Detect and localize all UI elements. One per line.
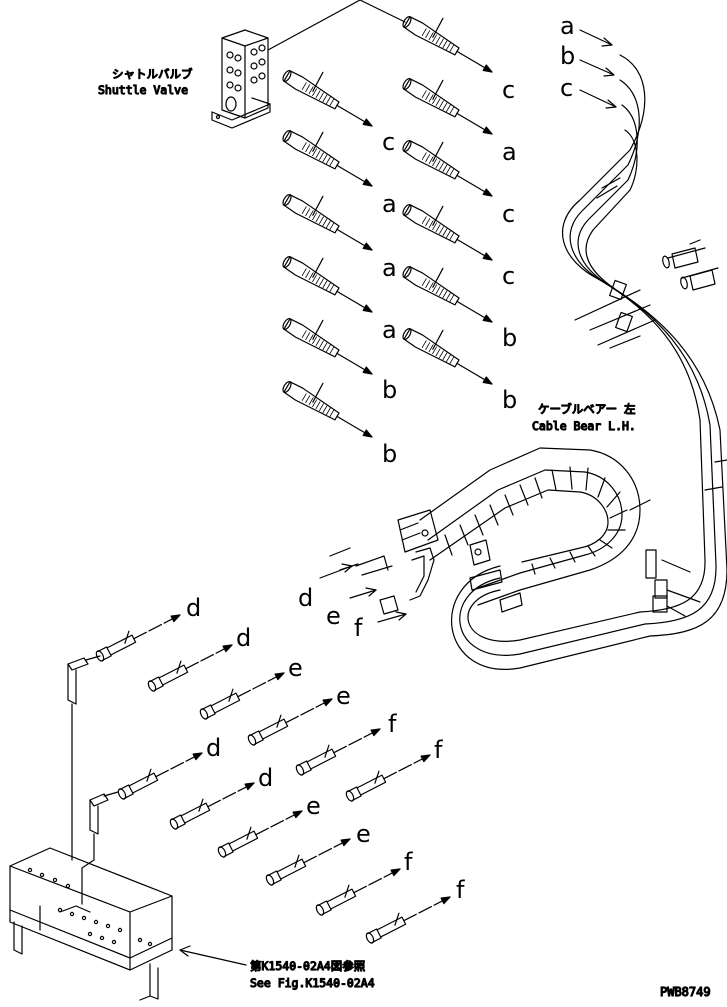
hose-label: d (186, 594, 201, 622)
shuttle-valve (211, 0, 406, 129)
hose-label: d (236, 624, 251, 652)
hose-label: a (502, 138, 517, 166)
hose-fitting (402, 266, 493, 323)
hoses-lower (95, 614, 451, 944)
reference-jp-label: 第K1540-02A4図参照 (250, 959, 365, 973)
hose-label: e (336, 682, 351, 710)
hose-label: f (434, 736, 443, 764)
hose-bundle-route (451, 54, 727, 670)
hose-label: f (388, 710, 397, 738)
hose-label: d (298, 584, 313, 612)
cable-bear-jp-label: ケーブルベアー 左 (538, 402, 636, 416)
shuttle-valve-jp-label: シャトルバルブ (112, 67, 193, 81)
hose-label: f (354, 614, 363, 642)
reference-arrow (179, 945, 247, 966)
hose-label: b (502, 386, 517, 414)
hose-label: b (382, 440, 397, 468)
hoses-upper (282, 16, 493, 438)
hose-label: d (206, 734, 221, 762)
hose-label: a (382, 316, 397, 344)
cable-bear-en-label: Cable Bear L.H. (532, 419, 636, 433)
arrows-def (319, 563, 407, 623)
hose-label: a (382, 254, 397, 282)
hose-fitting-small (95, 614, 181, 662)
mounting-bolts (662, 239, 719, 291)
hose-label: e (306, 792, 321, 820)
hose-fitting (282, 70, 373, 127)
hose-label: f (404, 848, 413, 876)
hose-fitting (282, 318, 373, 375)
hose-fitting-small (365, 896, 451, 944)
hose-fitting-small (199, 672, 285, 720)
hose-fitting (282, 130, 373, 187)
reference-en-label: See Fig.K1540-02A4 (250, 976, 375, 990)
hose-label: b (560, 42, 575, 70)
hose-fitting-small (217, 810, 303, 858)
pressure-sensors (67, 655, 119, 905)
hose-label: c (502, 200, 515, 228)
hose-label: c (502, 76, 515, 104)
hose-fitting (402, 16, 493, 73)
bent-tubes (329, 547, 435, 615)
hose-label: e (326, 602, 341, 630)
hose-label: c (502, 262, 515, 290)
hose-fitting-small (295, 728, 381, 776)
hose-label: a (560, 12, 575, 40)
hose-label: b (502, 324, 517, 352)
hose-fitting-small (117, 752, 203, 800)
hose-fitting (282, 256, 373, 313)
hose-fitting (282, 194, 373, 251)
arrows-abc (579, 29, 617, 109)
hose-fitting-small (315, 868, 401, 916)
base-plate (9, 847, 173, 1001)
hose-fitting-small (147, 644, 233, 692)
hose-fitting-small (247, 698, 333, 746)
hose-label: d (258, 764, 273, 792)
hose-label: b (382, 376, 397, 404)
hose-label: f (456, 876, 465, 904)
hose-fitting (402, 78, 493, 135)
hose-fitting (402, 140, 493, 197)
hose-label: e (288, 654, 303, 682)
hose-label: c (382, 128, 395, 156)
hose-fitting (402, 328, 493, 385)
hose-label: e (356, 820, 371, 848)
hose-fitting (282, 381, 373, 438)
hose-fitting (402, 204, 493, 261)
hose-fitting-small (169, 782, 255, 830)
shuttle-valve-en-label: Shuttle Valve (98, 83, 188, 97)
drawing-number: PWB8749 (660, 985, 711, 999)
hose-label: a (382, 190, 397, 218)
hose-fitting-small (265, 838, 351, 886)
hose-label: c (560, 74, 573, 102)
cable-bear (397, 447, 641, 613)
hose-fitting-small (345, 754, 431, 802)
